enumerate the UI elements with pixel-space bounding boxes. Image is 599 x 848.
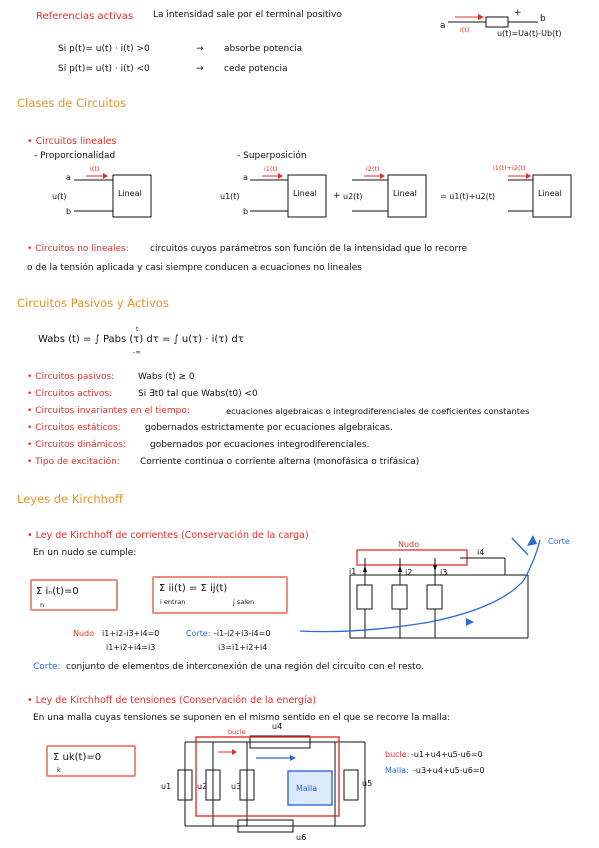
wabs-formula: Wabs (t) = ∫ Pabs (τ) dτ = ∫ u(τ) · i(τ)… [38, 334, 244, 345]
corte-eq-label: Corte: [186, 629, 211, 638]
kcl-formula-box-1 [30, 579, 118, 611]
ref-node-b: b [540, 14, 546, 24]
bucle-eq: -u1+u4+u5-u6=0 [411, 750, 483, 759]
nudo-label: Nudo [398, 540, 420, 549]
kcl-formula-box-2 [152, 576, 288, 614]
ref-res1: absorbe potencia [224, 44, 303, 54]
lineal-box-2: Lineal [293, 189, 317, 198]
sup-u1: u1(t) [220, 192, 240, 201]
no-lin-2: o de la tensión aplicada y casi siempre … [27, 263, 362, 273]
nudo-eq-label: Nudo [73, 629, 95, 638]
kvl-title: • Ley de Kirchhoff de tensiones (Conserv… [27, 695, 317, 706]
corte-eq-1: -i1-i2+i3-i4=0 [214, 629, 271, 638]
wabs-lim-up: t [136, 325, 139, 333]
kvl-formula-sub: k [57, 766, 61, 774]
pasivos-item-text: Wabs (t) ≥ 0 [138, 372, 195, 382]
corte-def-label: Corte: [33, 662, 61, 672]
pasivos-item-text: Corriente continua o corriente alterna (… [140, 457, 420, 467]
no-lin-title: • Circuitos no lineales: [27, 244, 129, 254]
lineal-box-1: Lineal [118, 189, 142, 198]
kcl-formula-1-sub: n [40, 601, 45, 609]
pasivos-item-text: gobernados estrictamente por ecuaciones … [145, 423, 393, 433]
kcl-i4: i4 [477, 548, 485, 557]
pasivos-item-label: • Circuitos pasivos: [27, 372, 115, 382]
ref-cond1: Si p(t)= u(t) · i(t) >0 [58, 44, 150, 54]
pasivos-item-label: • Tipo de excitación: [27, 457, 120, 467]
no-lin-1: circuitos cuyos parámetros son función d… [150, 244, 468, 254]
ref-cond2: Si p(t)= u(t) · i(t) <0 [58, 64, 150, 74]
kvl-u4: u4 [272, 722, 283, 731]
ref-i-label: i(t) [460, 26, 470, 34]
kvl-u6: u6 [296, 833, 307, 842]
ref-plus: + [514, 8, 522, 18]
wabs-lim-low: -∞ [133, 348, 141, 356]
bucle-label: bucle [228, 728, 246, 736]
clases-title: Clases de Circuitos [17, 96, 127, 110]
corte-eq-2: i3=i1+i2+i4 [218, 643, 268, 652]
kcl-formula-2-sub2: j salen [233, 598, 255, 606]
corte-label: Corte [548, 537, 570, 546]
kcl-intro: En un nudo se cumple: [33, 548, 137, 558]
kcl-i3: i3 [440, 568, 448, 577]
sup-b1: b [243, 207, 249, 216]
pasivos-item-label: • Circuitos invariantes en el tiempo: [27, 406, 190, 416]
pasivos-item-text: gobernados por ecuaciones integrodiferen… [150, 440, 370, 450]
ref-title: Referencias activas [36, 11, 134, 22]
ref-res2: cede potencia [224, 64, 288, 74]
malla-eq: -u3+u4+u5-u6=0 [413, 766, 485, 775]
sup-i2: i2(t) [366, 165, 380, 173]
ref-node-a: a [440, 21, 446, 31]
lineal-box-3: Lineal [393, 189, 417, 198]
kvl-u2: u2 [197, 782, 208, 791]
nudo-eq-1: i1+i2-i3+i4=0 [102, 629, 160, 638]
prop-u: u(t) [52, 192, 67, 201]
nudo-eq-2: i1+i2+i4=i3 [106, 643, 156, 652]
kvl-u3: u3 [231, 782, 242, 791]
kvl-u1: u1 [161, 782, 172, 791]
kcl-title: • Ley de Kirchhoff de corrientes (Conser… [27, 530, 309, 541]
kcl-formula-2: Σ ii(t) = Σ ij(t) [159, 583, 228, 594]
kvl-u5: u5 [362, 779, 373, 788]
sup-plus: + [333, 191, 341, 201]
kcl-i1: i1 [349, 567, 357, 576]
ref-desc: La intensidad sale por el terminal posit… [153, 10, 342, 20]
pasivos-title: Circuitos Pasivos y Activos [17, 296, 169, 310]
lineal-box-4: Lineal [538, 189, 562, 198]
sup-u2: u2(t) [343, 192, 363, 201]
kcl-formula-2-sub1: i entran [160, 598, 186, 606]
sup-label: - Superposición [237, 151, 307, 161]
pasivos-item-label: • Circuitos estáticos: [27, 423, 121, 433]
sup-isum: i1(t)+i2(t) [493, 164, 526, 172]
kirchhoff-title: Leyes de Kirchhoff [17, 492, 123, 506]
bucle-eq-label: bucle: [385, 750, 410, 759]
pasivos-item-label: • Circuitos dinámicos: [27, 440, 127, 450]
pasivos-item-label: • Circuitos activos: [27, 389, 113, 399]
ref-formula: u(t)=Ua(t)-Ub(t) [497, 29, 562, 38]
malla-label: Malla [296, 784, 318, 793]
kcl-i2: i2 [405, 568, 413, 577]
prop-b: b [66, 207, 72, 216]
sup-a1: a [243, 173, 248, 182]
kvl-intro: En una malla cuyas tensiones se suponen … [33, 713, 451, 723]
corte-def: conjunto de elementos de interconexión d… [66, 662, 424, 672]
kvl-formula-box [46, 745, 136, 777]
prop-a: a [66, 173, 71, 182]
sup-i1: i1(t) [264, 165, 278, 173]
kcl-formula-1: Σ iₙ(t)=0 [36, 586, 79, 597]
ref-arrow2: → [196, 64, 204, 74]
lineales-label: • Circuitos lineales [27, 136, 117, 147]
prop-label: - Proporcionalidad [34, 151, 116, 161]
kvl-formula: Σ uk(t)=0 [53, 752, 102, 763]
pasivos-item-text: ecuaciones algebraicas o integrodiferenc… [226, 406, 530, 416]
malla-eq-label: Malla: [385, 766, 409, 775]
sup-usum: = u1(t)+u2(t) [440, 192, 496, 201]
prop-i: i(t) [90, 165, 100, 173]
pasivos-item-text: Si ∃t0 tal que Wabs(t0) <0 [138, 389, 258, 399]
ref-arrow1: → [196, 44, 204, 54]
